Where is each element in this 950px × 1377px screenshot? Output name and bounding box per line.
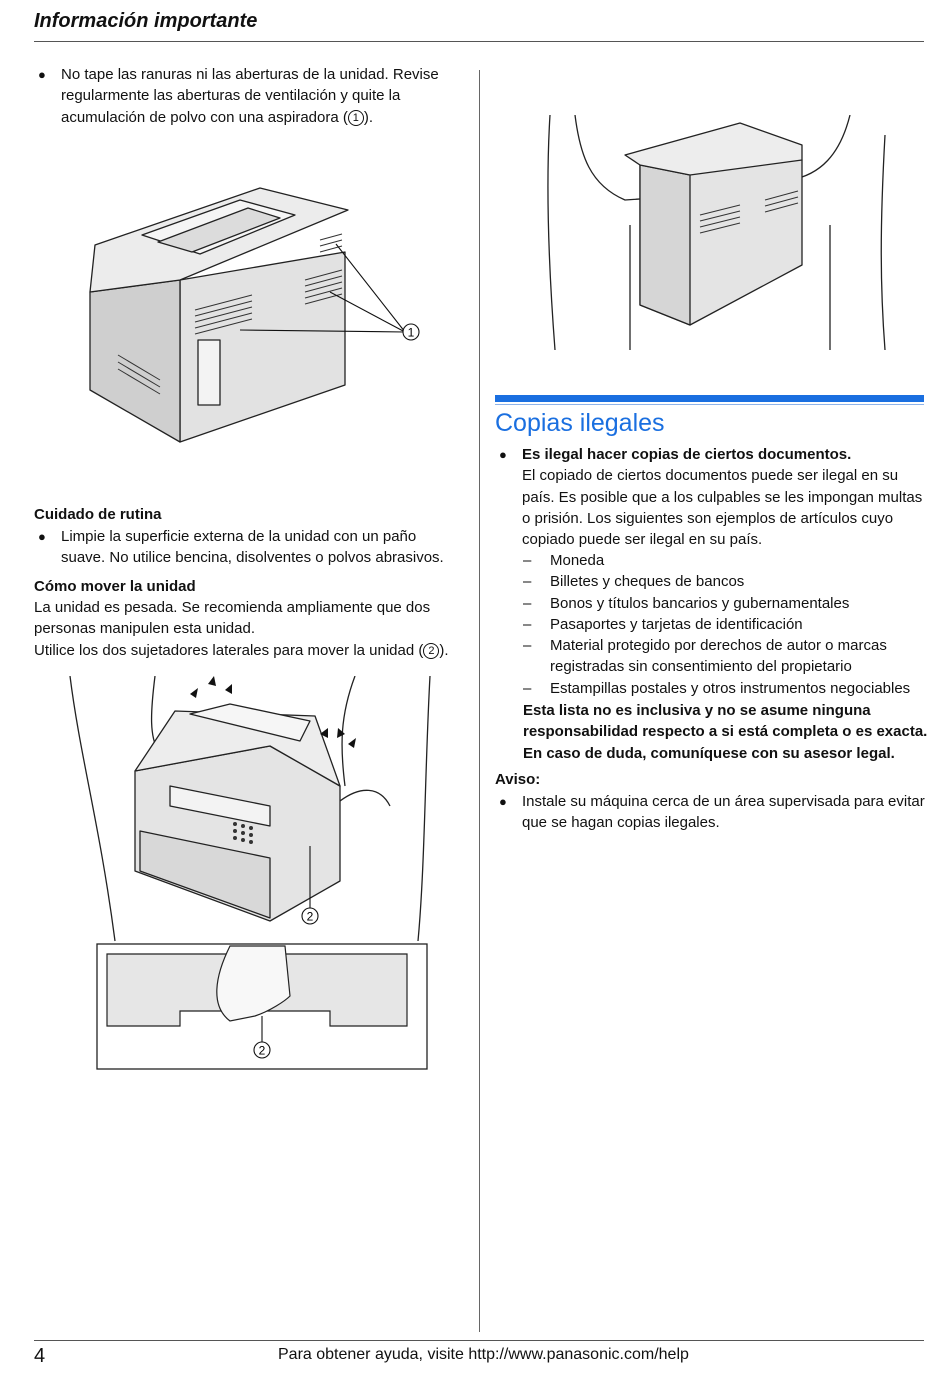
notice-bullet: ● Instale su máquina cerca de un área su… xyxy=(495,791,925,834)
callout-label-2b: 2 xyxy=(259,1044,266,1058)
notice-text: Instale su máquina cerca de un área supe… xyxy=(522,793,925,832)
routine-heading: Cuidado de rutina xyxy=(34,506,162,523)
footer-help-text: Para obtener ayuda, visite http://www.pa… xyxy=(278,1346,689,1363)
footer-divider xyxy=(34,1340,924,1341)
routine-bullet: ● Limpie la superficie externa de la uni… xyxy=(34,526,464,569)
header-divider xyxy=(34,41,924,42)
move-heading: Cómo mover la unidad xyxy=(34,578,196,595)
list-item: –Material protegido por derechos de auto… xyxy=(523,637,887,676)
section-title: Copias ilegales xyxy=(495,409,665,437)
section-bar-thin xyxy=(495,404,924,405)
bullet-dot: ● xyxy=(38,529,46,544)
callout-ref-2: 2 xyxy=(423,643,440,659)
callout-label-2a: 2 xyxy=(307,910,314,924)
move-instruction: Utilice los dos sujetadores laterales pa… xyxy=(34,642,449,659)
page-number: 4 xyxy=(34,1345,46,1367)
column-divider xyxy=(479,70,480,1332)
list-item: –Moneda xyxy=(523,552,605,569)
list-item: –Bonos y títulos bancarios y gubernament… xyxy=(523,594,850,612)
move-paragraph: La unidad es pesada. Se recomienda ampli… xyxy=(34,599,431,638)
callout-ref-1: 1 xyxy=(347,109,364,126)
page-header-title: Información importante xyxy=(34,10,258,32)
carrying-illustration: 2 2 xyxy=(69,676,431,1070)
list-item: –Estampillas postales y otros instrument… xyxy=(523,679,911,697)
callout-label-1: 1 xyxy=(408,326,415,340)
illegal-copies-bullet: ● Es ilegal hacer copias de ciertos docu… xyxy=(495,444,925,550)
illegal-copies-heading: Es ilegal hacer copias de ciertos docume… xyxy=(522,446,852,463)
list-item: –Billetes y cheques de bancos xyxy=(523,573,745,591)
routine-text: Limpie la superficie externa de la unida… xyxy=(61,528,444,567)
notice-heading: Aviso: xyxy=(495,771,541,788)
list-item: –Pasaportes y tarjetas de identificación xyxy=(523,615,803,633)
rear-view-illustration: 1 xyxy=(89,187,420,443)
bullet-dot: ● xyxy=(499,447,507,462)
disclaimer-note: Esta lista no es inclusiva y no se asume… xyxy=(523,702,928,762)
bullet-dot: ● xyxy=(38,67,46,82)
bullet-dot: ● xyxy=(499,794,507,809)
illegal-copies-paragraph: El copiado de ciertos documentos puede s… xyxy=(522,467,923,549)
ventilation-text: No tape las ranuras ni las aberturas de … xyxy=(61,66,439,126)
ventilation-bullet: ● No tape las ranuras ni las aberturas d… xyxy=(34,64,444,128)
lifting-rear-illustration xyxy=(547,115,886,351)
illegal-items-list: –Moneda –Billetes y cheques de bancos –B… xyxy=(523,550,923,699)
section-bar xyxy=(495,395,924,402)
